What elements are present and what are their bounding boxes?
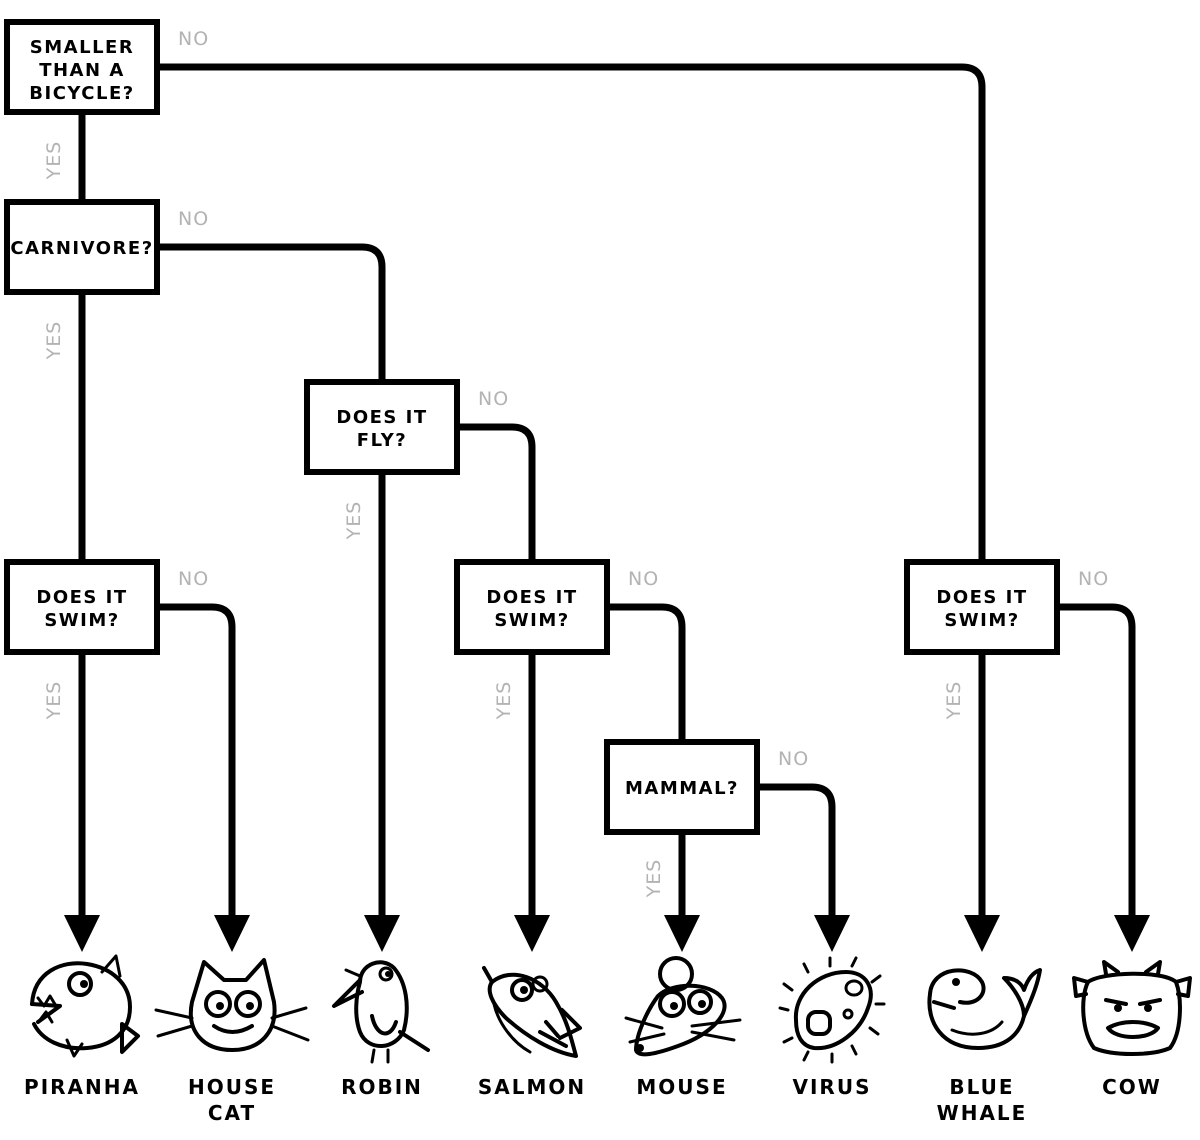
edge-q6-no [757,783,836,922]
edge-q4-no [457,423,536,562]
question-text: DOES IT [36,587,127,608]
leaf-label-salmon: SALMON [478,1075,586,1099]
no-label: NO [778,748,809,770]
arrowhead-robin [364,915,400,952]
yes-label: YES [493,681,515,721]
whale-icon [927,968,1042,1050]
mouse-icon [624,956,742,1057]
leaf-label-house-cat: HOUSE [188,1075,276,1099]
yes-label: YES [643,859,665,899]
yes-label: YES [943,681,965,721]
question-node-does-it-fly: DOES IT FLY? [304,379,460,475]
question-text: SMALLER [30,37,134,58]
no-label: NO [1078,568,1109,590]
question-text: THAN A [39,60,125,81]
arrowhead-virus [814,915,850,952]
arrowhead-piranha [64,915,100,952]
question-node-carnivore: CARNIVORE? [4,199,160,295]
no-label: NO [178,28,209,50]
question-node-does-it-swim: DOES IT SWIM? [904,559,1060,655]
piranha-icon [30,954,140,1058]
question-text: CARNIVORE? [10,238,153,259]
virus-icon [778,956,886,1064]
question-text: DOES IT [336,407,427,428]
no-label: NO [628,568,659,590]
connectors [78,63,1136,922]
question-text: MAMMAL? [625,778,739,799]
arrowhead-mouse [664,915,700,952]
no-label: NO [178,208,209,230]
leaf-label-house-cat: CAT [208,1101,256,1125]
leaf-label-robin: ROBIN [341,1075,423,1099]
edge-q5-no [607,603,686,743]
question-text: FLY? [357,430,407,451]
question-node-does-it-swim: DOES IT SWIM? [4,559,160,655]
question-node-mammal: MAMMAL? [604,739,760,835]
arrowhead-blue-whale [964,915,1000,952]
yes-label: YES [43,141,65,181]
salmon-icon [482,966,582,1058]
leaf-label-virus: VIRUS [793,1075,872,1099]
cat-icon [154,958,310,1052]
arrowhead-salmon [514,915,550,952]
arrowhead-house-cat [214,915,250,952]
question-text: DOES IT [936,587,1027,608]
question-text: SWIM? [494,610,569,631]
leaf-label-blue-whale: BLUE [949,1075,1014,1099]
edge-q7-no [1057,603,1136,922]
question-node-smaller-than-bicycle: SMALLER THAN A BICYCLE? [4,19,160,115]
edge-q1-no [157,63,986,562]
arrowhead-cow [1114,915,1150,952]
question-text: DOES IT [486,587,577,608]
question-node-does-it-swim: DOES IT SWIM? [454,559,610,655]
leaf-label-blue-whale: WHALE [937,1101,1028,1125]
robin-icon [332,960,430,1064]
question-text: SWIM? [44,610,119,631]
arrowheads [64,915,1150,952]
question-text: SWIM? [944,610,1019,631]
yes-label: YES [343,501,365,541]
leaf-labels: PIRANHA HOUSE CAT ROBIN SALMON MOUSE VIR… [24,1075,1162,1125]
yes-label: YES [43,321,65,361]
leaf-label-piranha: PIRANHA [24,1075,140,1099]
edge-q3-no [157,603,236,922]
leaf-label-mouse: MOUSE [636,1075,727,1099]
question-text: BICYCLE? [29,83,134,104]
leaf-label-cow: COW [1102,1075,1162,1099]
cow-icon [1072,960,1192,1056]
no-label: NO [478,388,509,410]
yes-label: YES [43,681,65,721]
edge-q2-no [157,243,386,383]
no-label: NO [178,568,209,590]
branch-labels: NO NO NO NO NO NO NO YES YES YES YES YES… [43,28,1109,899]
